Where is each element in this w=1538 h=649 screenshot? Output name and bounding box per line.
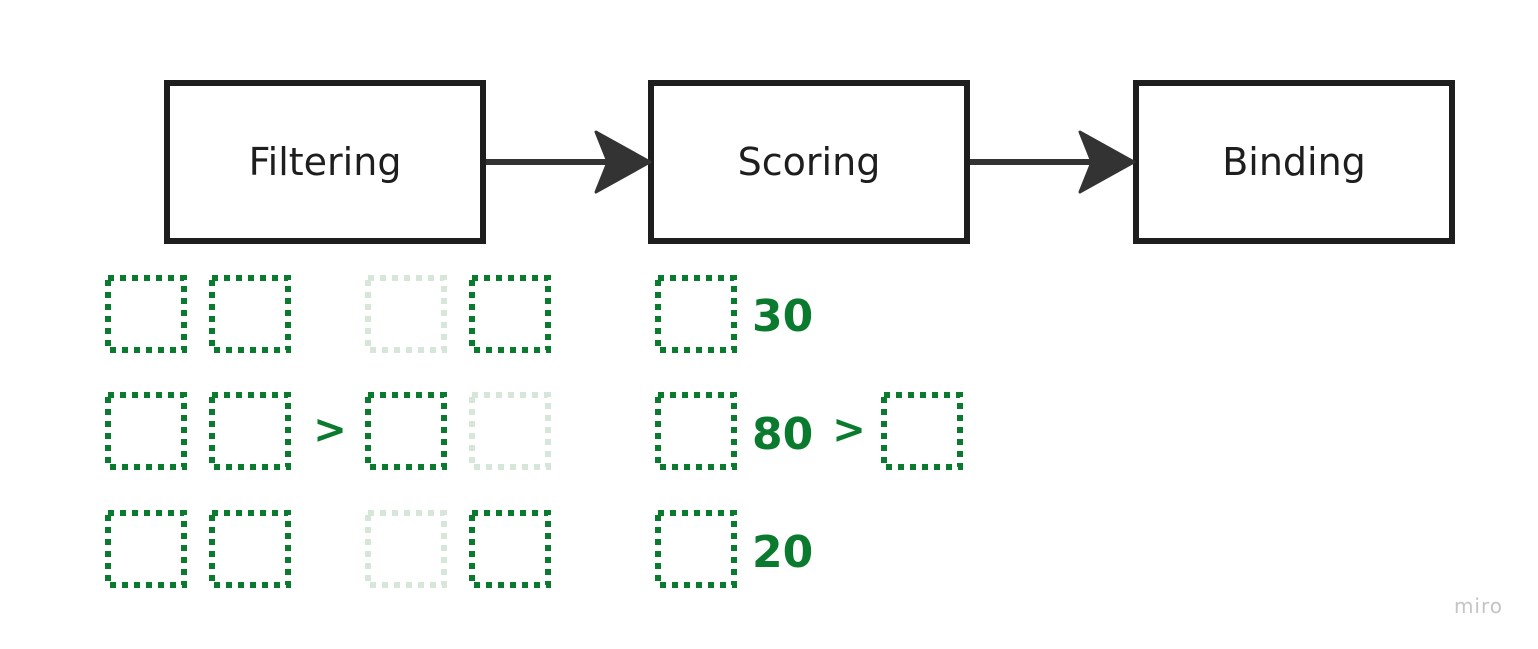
scored-node-icon (655, 392, 737, 470)
node-icon (105, 275, 187, 353)
score-value: 30 (752, 291, 813, 342)
node-icon (469, 510, 551, 588)
score-value: 80 (752, 409, 813, 460)
node-icon (469, 275, 551, 353)
node-icon (469, 392, 551, 470)
scoring-nodes: 30 80 20 (655, 275, 813, 588)
arrow-scoring-to-binding (970, 130, 1136, 194)
stage-binding-label: Binding (1222, 140, 1366, 184)
stage-scoring-label: Scoring (738, 140, 881, 184)
scored-node-icon (655, 275, 737, 353)
node-icon (365, 275, 447, 353)
node-icon (209, 275, 291, 353)
node-icon (209, 510, 291, 588)
node-icon (365, 392, 447, 470)
stage-scoring-box (648, 80, 970, 244)
stage-filtering: Filtering (164, 80, 486, 244)
stage-binding: Binding (1133, 80, 1455, 244)
arrow-head-icon (1078, 130, 1136, 194)
stage-binding-box (1133, 80, 1455, 244)
arrow-filtering-to-scoring (486, 130, 652, 194)
stage-filtering-label: Filtering (249, 140, 402, 184)
node-icon (105, 392, 187, 470)
stage-scoring: Scoring (648, 80, 970, 244)
score-value: 20 (752, 527, 813, 578)
scored-node-icon (655, 510, 737, 588)
selected-node-icon (881, 392, 963, 470)
arrow-head-icon (594, 130, 652, 194)
node-icon (209, 392, 291, 470)
stage-filtering-box (164, 80, 486, 244)
node-icon (105, 510, 187, 588)
filter-separator: > (313, 407, 347, 453)
filtering-before-grid (105, 275, 291, 588)
score-separator: > (832, 407, 866, 453)
miro-watermark: miro (1454, 594, 1503, 618)
filtering-after-grid (365, 275, 551, 588)
node-icon (365, 510, 447, 588)
